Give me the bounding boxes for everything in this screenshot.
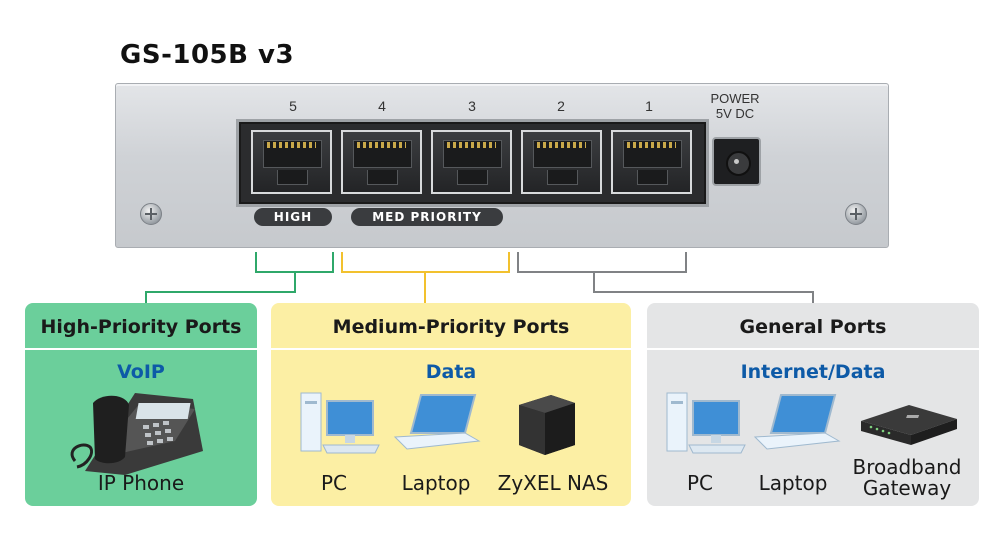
port-number-4: 4 — [378, 98, 386, 114]
gateway-icon — [861, 405, 957, 445]
internet-data-label: Internet/Data — [740, 361, 886, 383]
port-number-2: 2 — [557, 98, 565, 114]
medium-connector-line — [341, 252, 510, 303]
high-badge: HIGH — [254, 208, 332, 226]
pc-label: PC — [686, 471, 714, 495]
medium-priority-header: Medium-Priority Ports — [271, 303, 631, 350]
ip-phone-icon — [70, 393, 203, 475]
medium-priority-panel: Medium-Priority Ports Data PC Laptop ZyX… — [271, 303, 631, 506]
ethernet-port-3 — [431, 130, 512, 194]
general-connector-line — [517, 252, 814, 303]
pc-icon — [666, 392, 746, 454]
screw-left-icon — [140, 203, 162, 225]
data-label: Data — [425, 361, 477, 383]
general-panel: General Ports Internet/Data PC Laptop Br… — [647, 303, 979, 506]
nas-label: ZyXEL NAS — [497, 471, 609, 495]
screw-right-icon — [845, 203, 867, 225]
gateway-label: Broadband Gateway — [837, 457, 977, 499]
laptop-icon — [753, 394, 841, 450]
laptop-icon — [393, 394, 481, 450]
port-number-1: 1 — [645, 98, 653, 114]
power-label-line2: 5V DC — [715, 106, 755, 121]
laptop-label: Laptop — [401, 471, 471, 495]
ip-phone-label: IP Phone — [97, 471, 185, 495]
ethernet-port-2 — [521, 130, 602, 194]
page-title: GS-105B v3 — [120, 40, 295, 70]
laptop-label: Laptop — [758, 471, 828, 495]
ethernet-port-4 — [341, 130, 422, 194]
gateway-label-line2: Gateway — [862, 476, 952, 500]
med-priority-badge: MED PRIORITY — [351, 208, 503, 226]
port-number-3: 3 — [468, 98, 476, 114]
power-label: POWER 5V DC — [700, 91, 770, 121]
pc-icon — [300, 392, 380, 454]
pc-label: PC — [320, 471, 348, 495]
power-label-line1: POWER — [710, 91, 760, 106]
high-priority-panel: High-Priority Ports VoIP IP Phone — [25, 303, 257, 506]
voip-label: VoIP — [117, 361, 165, 383]
general-header: General Ports — [647, 303, 979, 350]
ethernet-port-1 — [611, 130, 692, 194]
port-number-5: 5 — [289, 98, 297, 114]
ethernet-port-5 — [251, 130, 332, 194]
power-jack-icon — [712, 137, 761, 186]
high-priority-header: High-Priority Ports — [25, 303, 257, 350]
high-connector-line — [145, 252, 334, 303]
nas-icon — [519, 395, 575, 455]
gateway-label-line1: Broadband — [852, 455, 962, 479]
